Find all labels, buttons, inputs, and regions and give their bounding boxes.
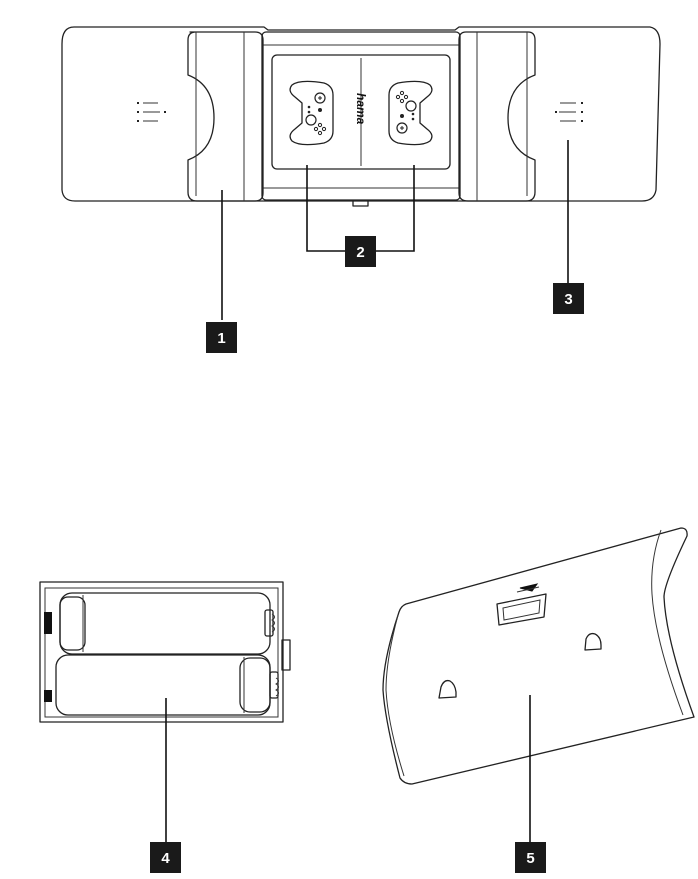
mount-hole-right (584, 632, 602, 651)
brand-logo: hama (354, 93, 368, 125)
left-led-indicator (137, 102, 166, 122)
left-gamepad-icon (289, 80, 334, 146)
cover-latch (496, 583, 547, 626)
svg-text:2: 2 (356, 244, 364, 261)
right-charging-cradle (458, 31, 536, 202)
callout-5: 5 (515, 842, 546, 873)
callout-1: 1 (206, 322, 237, 353)
battery-pack (39, 581, 291, 723)
charging-station: hama (61, 26, 661, 207)
right-led-indicator (555, 102, 583, 122)
svg-text:3: 3 (564, 291, 572, 308)
svg-text:4: 4 (161, 850, 170, 867)
callout-2: 2 (345, 236, 376, 267)
svg-text:1: 1 (217, 330, 225, 347)
callout-3: 3 (553, 283, 584, 314)
battery-top (59, 592, 274, 655)
battery-bottom (55, 654, 279, 716)
mount-hole-left (438, 679, 457, 699)
battery-cover (382, 527, 695, 785)
leader-lines-top (221, 140, 569, 320)
left-charging-cradle (187, 31, 264, 202)
status-display-panel: hama (271, 54, 451, 170)
callout-4: 4 (150, 842, 181, 873)
right-gamepad-icon (388, 80, 433, 146)
svg-text:5: 5 (526, 850, 534, 867)
